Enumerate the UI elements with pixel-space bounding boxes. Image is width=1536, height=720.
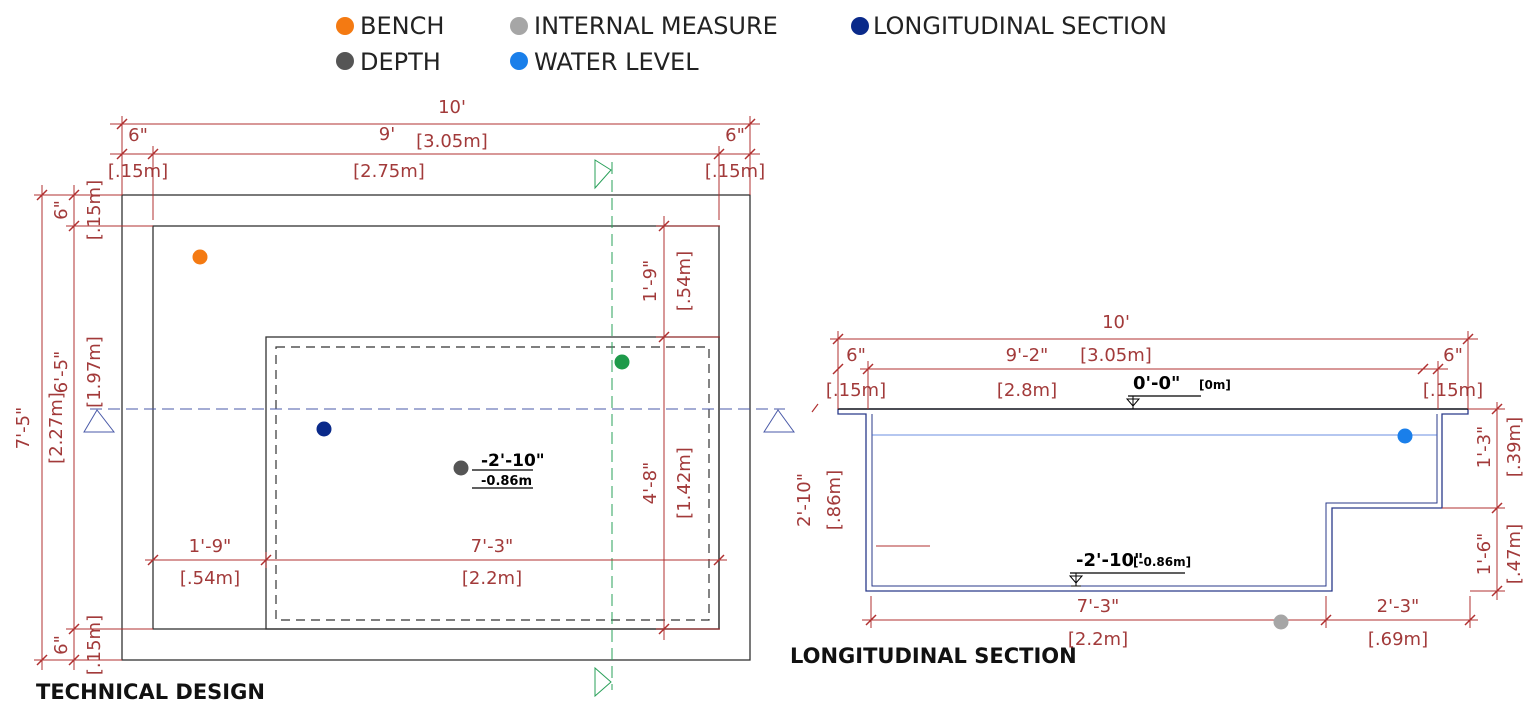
section-bottom-a-ft: 7'-3": [1077, 596, 1120, 617]
plan-left-bot-m: [.15m]: [84, 615, 105, 675]
section-top-dimensions: 10' [3.05m] 9'-2" [2.8m] 6" [.15m] 6" [.…: [826, 312, 1483, 409]
section-level-top-symbol: [1125, 396, 1141, 410]
legend-longitudinal-label: LONGITUDINAL SECTION: [873, 12, 1167, 40]
legend-internal-dot: [510, 17, 528, 35]
plan-top-inner-m: [2.75m]: [353, 161, 425, 182]
legend: BENCH INTERNAL MEASURE LONGITUDINAL SECT…: [336, 12, 1167, 76]
section-bottom-dimensions: 7'-3" [2.2m] 2'-3" [.69m]: [862, 596, 1478, 650]
plan-deep-area: [265, 336, 720, 630]
plan-view: -2'-10" -0.86m 10' [3.05m] 9' [2.75m] 6"…: [13, 97, 795, 704]
plan-outer-outline: [121, 194, 751, 661]
plan-top-inner-ft: 9': [379, 124, 395, 145]
plan-section-arrow-bottom: [594, 666, 612, 698]
plan-longitudinal-marker: [316, 421, 332, 437]
plan-top-left-ft: 6": [128, 125, 148, 146]
plan-depth-m: -0.86m: [481, 474, 532, 489]
legend-bench-dot: [336, 17, 354, 35]
section-level-bottom-symbol: [1068, 573, 1084, 587]
section-view: 10' [3.05m] 9'-2" [2.8m] 6" [.15m] 6" [.…: [790, 312, 1525, 668]
plan-title: TECHNICAL DESIGN: [36, 680, 265, 704]
section-right-lower-m: [.47m]: [1504, 524, 1525, 584]
plan-top-dimensions: 10' [3.05m] 9' [2.75m] 6" [.15m] 6" [.15…: [108, 97, 765, 220]
section-level-bottom: -2'-10" [-0.86m]: [1068, 550, 1191, 587]
plan-left-mid-m: [1.97m]: [84, 336, 105, 408]
legend-internal-label: INTERNAL MEASURE: [534, 12, 778, 40]
legend-longitudinal-dot: [851, 17, 869, 35]
legend-bench-label: BENCH: [360, 12, 444, 40]
plan-top-right-m: [.15m]: [705, 161, 765, 182]
plan-left-total-m: [2.27m]: [46, 392, 67, 464]
legend-depth-label: DEPTH: [360, 48, 441, 76]
section-bottom-b-ft: 2'-3": [1377, 596, 1420, 617]
plan-top-left-m: [.15m]: [108, 161, 168, 182]
section-top-total-m: [3.05m]: [1080, 345, 1152, 366]
plan-inner-a-m: [.54m]: [180, 568, 240, 589]
section-internal-marker: [1273, 614, 1289, 630]
section-right-lower-ft: 1'-6": [1474, 533, 1495, 576]
plan-left-dimensions: 7'-5" [2.27m] 6'-5" [1.97m] 6" [.15m] 6"…: [13, 180, 153, 675]
plan-bench-marker: [192, 249, 208, 265]
plan-section-arrow-top: [594, 159, 612, 190]
plan-inner-b-m: [2.2m]: [462, 568, 522, 589]
section-right-dimensions: 1'-3" [.39m] 1'-6" [.47m]: [1442, 402, 1525, 600]
section-level-top-m: [0m]: [1199, 378, 1231, 392]
plan-right-lower-ft: 4'-8": [640, 462, 661, 505]
section-top-inner-m: [2.8m]: [997, 380, 1057, 401]
section-bottom-a-m: [2.2m]: [1068, 629, 1128, 650]
plan-deep-dashed: [275, 346, 710, 621]
section-bottom-b-m: [.69m]: [1368, 629, 1428, 650]
section-water-marker: [1397, 428, 1413, 444]
section-right-upper-ft: 1'-3": [1474, 426, 1495, 469]
plan-right-upper-ft: 1'-9": [640, 260, 661, 303]
section-top-total-ft: 10': [1102, 312, 1130, 333]
plan-inner-a-ft: 1'-9": [189, 536, 232, 557]
plan-section-arrow-left: [83, 409, 116, 433]
section-level-top: 0'-0" [0m]: [1125, 373, 1231, 410]
section-outer-profile: [837, 408, 1469, 592]
plan-left-mid-ft: 6'-5": [51, 351, 72, 394]
section-left-m: [.86m]: [824, 470, 845, 530]
section-left-ft: 2'-10": [794, 473, 815, 527]
section-top-left-m: [.15m]: [826, 380, 886, 401]
plan-left-top-m: [.15m]: [84, 180, 105, 240]
plan-section-arrow-right: [763, 409, 795, 433]
section-top-inner-ft: 9'-2": [1006, 345, 1049, 366]
section-level-top-ft: 0'-0": [1133, 373, 1180, 394]
plan-section-marker: [614, 354, 630, 370]
plan-right-lower-m: [1.42m]: [674, 447, 695, 519]
legend-water-label: WATER LEVEL: [534, 48, 699, 76]
plan-depth-marker: [453, 460, 469, 476]
plan-top-total-ft: 10': [438, 97, 466, 118]
plan-inner-b-ft: 7'-3": [471, 536, 514, 557]
section-level-bottom-m: [-0.86m]: [1133, 555, 1191, 569]
legend-depth-dot: [336, 52, 354, 70]
section-top-right-m: [.15m]: [1423, 380, 1483, 401]
plan-left-top-ft: 6": [51, 200, 72, 220]
section-top-left-ft: 6": [846, 345, 866, 366]
plan-top-total-m: [3.05m]: [416, 131, 488, 152]
section-right-upper-m: [.39m]: [1504, 417, 1525, 477]
plan-right-dimensions: 1'-9" [.54m] 4'-8" [1.42m]: [640, 216, 720, 640]
plan-top-right-ft: 6": [725, 125, 745, 146]
plan-inner-dimensions: 1'-9" [.54m] 7'-3" [2.2m]: [145, 536, 727, 589]
section-diag-tick: [811, 403, 819, 413]
legend-water-dot: [510, 52, 528, 70]
section-level-bottom-ft: -2'-10": [1076, 550, 1143, 571]
section-top-right-ft: 6": [1443, 345, 1463, 366]
plan-right-upper-m: [.54m]: [674, 251, 695, 311]
plan-left-total-ft: 7'-5": [13, 407, 34, 450]
plan-depth-ft: -2'-10": [481, 451, 545, 471]
section-title: LONGITUDINAL SECTION: [790, 644, 1077, 668]
plan-left-bot-ft: 6": [51, 635, 72, 655]
section-inner-profile: [871, 414, 1438, 587]
